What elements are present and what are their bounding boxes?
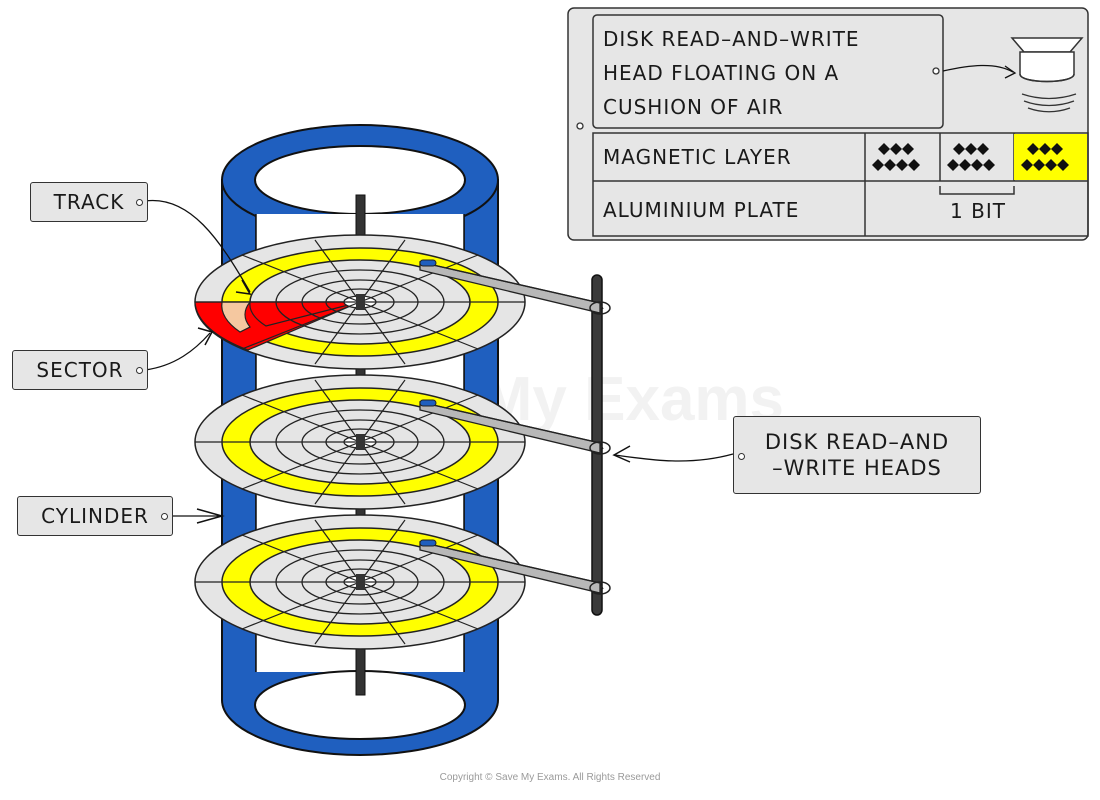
magnetic-domain-icon bbox=[872, 143, 1069, 171]
sector-label-text: SECTOR bbox=[36, 357, 124, 382]
read-write-head bbox=[419, 399, 437, 407]
read-write-arm-2 bbox=[419, 399, 611, 455]
cylinder-label: CYLINDER bbox=[17, 496, 173, 536]
sector-label: SECTOR bbox=[12, 350, 148, 390]
heads-leader bbox=[614, 453, 734, 462]
head-caption: DISK READ–AND–WRITE HEAD FLOATING ON A C… bbox=[603, 27, 860, 119]
copyright-notice: Copyright © Save My Exams. All Rights Re… bbox=[439, 772, 661, 783]
track-leader bbox=[144, 199, 251, 293]
track-label: TRACK bbox=[30, 182, 148, 222]
read-write-arm-3 bbox=[419, 539, 611, 595]
inset-panel bbox=[567, 7, 1089, 241]
read-write-head bbox=[419, 259, 437, 267]
read-write-head bbox=[419, 539, 437, 547]
magnetic-layer-label: MAGNETIC LAYER bbox=[603, 145, 792, 169]
cylinder-label-text: CYLINDER bbox=[41, 503, 149, 528]
platter-1 bbox=[194, 234, 526, 370]
read-write-head-icon bbox=[1010, 37, 1084, 83]
read-write-arm-1 bbox=[419, 259, 611, 315]
bit-label: 1 BIT bbox=[950, 199, 1006, 223]
platter-3 bbox=[194, 514, 526, 650]
track-label-text: TRACK bbox=[53, 189, 125, 214]
read-write-heads-label: DISK READ–AND –WRITE HEADS bbox=[733, 416, 981, 494]
aluminium-plate-label: ALUMINIUM PLATE bbox=[603, 198, 800, 222]
read-write-heads-text: DISK READ–AND –WRITE HEADS bbox=[764, 429, 950, 480]
sector-leader bbox=[144, 332, 211, 371]
platter-2 bbox=[194, 374, 526, 510]
bit-bracket bbox=[939, 186, 1015, 195]
air-cushion-icon bbox=[1021, 93, 1077, 113]
